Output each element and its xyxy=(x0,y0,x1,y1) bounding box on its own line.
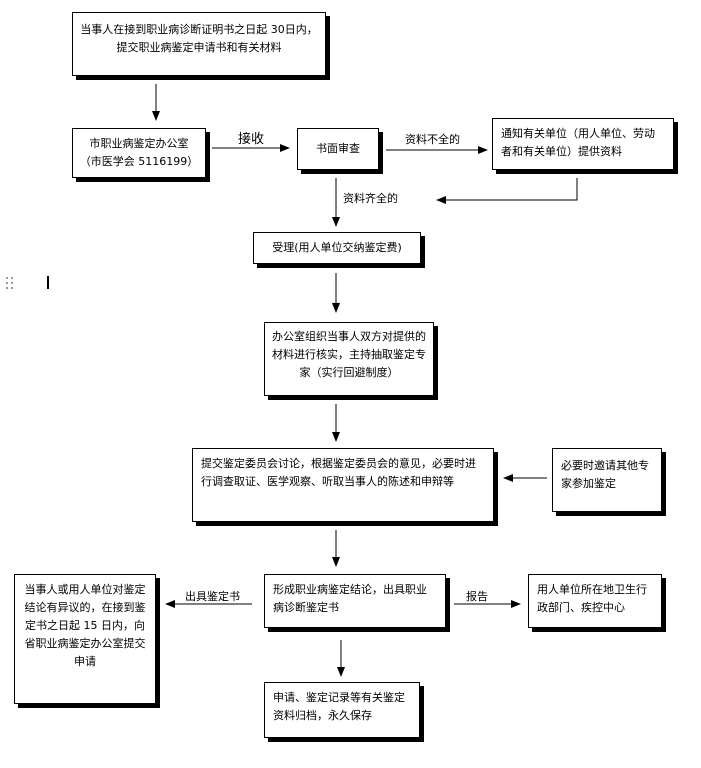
label-issue: 出具鉴定书 xyxy=(185,590,240,603)
label-report: 报告 xyxy=(466,590,488,603)
experts-node: 必要时邀请其他专家参加鉴定 xyxy=(552,448,662,512)
objection-node: 当事人或用人单位对鉴定结论有异议的，在接到鉴定书之日起 15 日内，向省职业病鉴… xyxy=(14,574,156,704)
drag-handle-icon[interactable] xyxy=(6,277,18,291)
label-complete: 资料齐全的 xyxy=(343,192,398,205)
health-dept-node: 用人单位所在地卫生行政部门、疾控中心 xyxy=(528,574,662,628)
notify-node: 通知有关单位（用人单位、劳动者和有关单位）提供资料 xyxy=(492,118,674,170)
text-cursor xyxy=(47,276,49,289)
accept-node: 受理(用人单位交纳鉴定费) xyxy=(253,232,421,264)
start-node: 当事人在接到职业病诊断证明书之日起 30日内，提交职业病鉴定申请书和有关材料 xyxy=(72,12,326,76)
label-incomplete: 资料不全的 xyxy=(405,133,460,146)
committee-node: 提交鉴定委员会讨论，根据鉴定委员会的意见，必要时进行调查取证、医学观察、听取当事… xyxy=(192,448,494,522)
conclusion-node: 形成职业病鉴定结论，出具职业病诊断鉴定书 xyxy=(264,574,446,628)
label-receive: 接收 xyxy=(238,132,265,147)
arrow-notify-return xyxy=(436,178,578,204)
office-node: 市职业病鉴定办公室（市医学会 5116199） xyxy=(72,128,206,178)
archive-node: 申请、鉴定记录等有关鉴定资料归档，永久保存 xyxy=(264,682,420,738)
verify-node: 办公室组织当事人双方对提供的材料进行核实，主持抽取鉴定专家（实行回避制度） xyxy=(264,322,434,396)
review-node: 书面审查 xyxy=(297,128,379,170)
